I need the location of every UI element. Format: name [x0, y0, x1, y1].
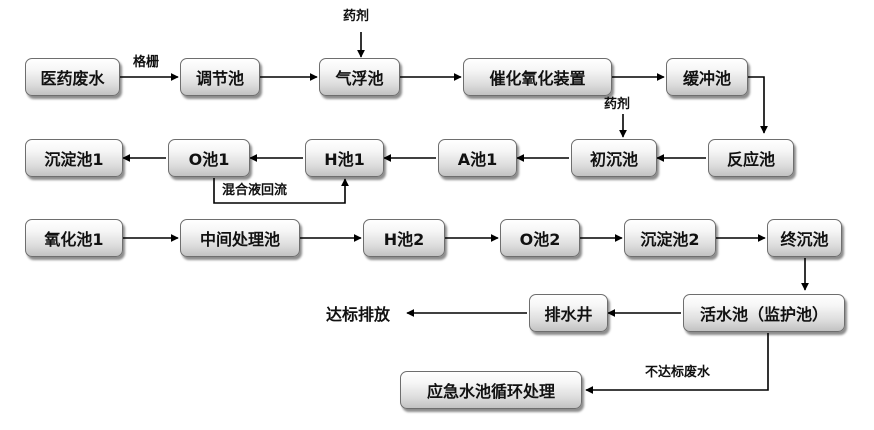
label-chemical-mid: 药剂 — [604, 97, 631, 112]
node-a-tank-1: A池1 — [438, 139, 517, 177]
node-primary-sedimentation: 初沉池 — [571, 139, 657, 177]
arrow-fish-to-emergency — [585, 333, 769, 394]
node-sedimentation-1: 沉淀池1 — [25, 139, 123, 177]
arrow-mixed-liquor-return — [213, 178, 349, 204]
node-buffer-tank: 缓冲池 — [666, 58, 748, 96]
node-drainage-well: 排水井 — [529, 294, 608, 332]
node-fish-monitoring-tank: 活水池（监护池） — [683, 294, 845, 332]
node-reaction-tank: 反应池 — [708, 139, 794, 177]
label-non-compliant: 不达标废水 — [645, 365, 711, 380]
node-h-tank-1: H池1 — [305, 139, 384, 177]
node-discharge: 达标排放 — [325, 305, 390, 324]
node-emergency-recycle: 应急水池循环处理 — [400, 371, 582, 409]
node-sedimentation-2: 沉淀池2 — [624, 219, 716, 257]
label-grating: 格栅 — [133, 55, 160, 70]
node-flotation-tank: 气浮池 — [319, 58, 400, 96]
label-mixed-liquor-return: 混合液回流 — [222, 183, 288, 198]
node-oxidation-tank-1: 氧化池1 — [25, 219, 123, 257]
node-regulating-tank: 调节池 — [180, 58, 260, 96]
arrow-buffer-to-reaction — [748, 76, 768, 134]
node-o-tank-1: O池1 — [168, 139, 250, 177]
node-h-tank-2: H池2 — [363, 219, 445, 257]
node-final-sedimentation: 终沉池 — [767, 219, 842, 257]
node-o-tank-2: O池2 — [500, 219, 580, 257]
label-chemical-top: 药剂 — [343, 9, 370, 24]
node-catalytic-oxidation: 催化氧化装置 — [463, 58, 612, 96]
node-intermediate-treatment: 中间处理池 — [180, 219, 300, 257]
node-pharma-wastewater: 医药废水 — [25, 58, 120, 96]
